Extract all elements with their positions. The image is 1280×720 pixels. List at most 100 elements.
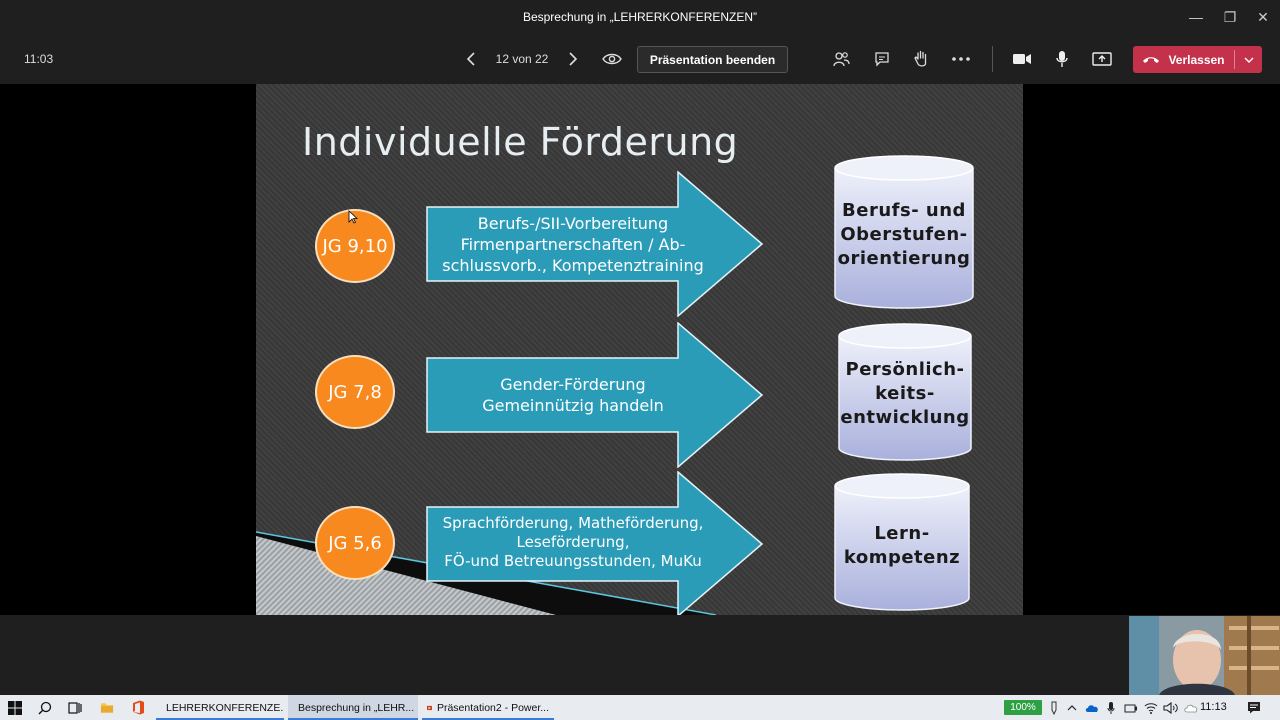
taskbar-item-label: Besprechung in „LEHR... [298,701,415,714]
office-button[interactable] [126,695,150,720]
folder-icon [100,703,114,713]
cylinder-line: orientierung [837,248,971,269]
eye-icon [602,53,622,65]
participants-button[interactable] [826,44,856,74]
chat-button[interactable] [867,44,897,74]
chevron-right-icon [569,52,578,66]
leave-options-dropdown[interactable] [1235,46,1262,73]
arrow-shape-row-3 [426,471,764,615]
cylinder-line: Berufs- und [842,200,966,221]
cylinder-row-2 [838,323,972,461]
arrow-text-row-3: Sprachförderung, Matheförderung, Leseför… [428,514,718,571]
presenter-view-button[interactable] [597,44,627,74]
show-hidden-icons-button[interactable] [1062,698,1081,717]
previous-slide-button[interactable] [456,44,486,74]
usb-drive-icon[interactable] [1121,698,1140,717]
self-video-thumbnail[interactable] [1129,616,1280,695]
arrow-text-row-2: Gender-Förderung Gemeinnützig handeln [428,374,718,416]
microphone-icon [1056,51,1068,67]
chat-icon [875,52,889,67]
raise-hand-button[interactable] [906,44,936,74]
arrow-line: Sprachförderung, Matheförderung, [442,514,704,532]
more-actions-button[interactable] [946,44,976,74]
cylinder-line: Oberstufen- [840,224,968,245]
people-icon [833,52,850,67]
meeting-stage-footer [0,615,1280,695]
wifi-icon[interactable] [1141,698,1160,717]
task-view-button[interactable] [63,695,87,720]
camera-icon [1013,54,1031,64]
toolbar-divider [992,46,993,72]
cylinder-label-row-2: Persönlich- keits- entwicklung [837,358,973,430]
leave-button-main[interactable]: Verlassen [1133,46,1234,73]
share-screen-icon [1092,52,1112,66]
volume-icon[interactable] [1161,698,1180,717]
mouse-cursor-icon [348,210,358,224]
taskbar-item-label: LEHRERKONFERENZE... [166,701,284,714]
window-title: Besprechung in „LEHRERKONFERENZEN” [522,10,758,24]
more-icon [952,57,970,61]
taskbar-item-lehrerkonferenzen[interactable]: T LEHRERKONFERENZE... [156,695,284,720]
microphone-tray-icon[interactable] [1101,698,1120,717]
cylinder-line: Lern- [874,523,930,544]
windows-logo-icon [8,700,22,715]
cylinder-line: keits- [875,383,935,404]
running-indicator [422,718,554,720]
taskbar-item-praesentation[interactable]: P Präsentation2 - Power... [422,695,554,720]
powerpoint-icon: P [427,705,432,710]
pen-icon[interactable] [1044,698,1063,717]
arrow-line: Gender-Förderung [500,375,646,394]
slide-title: Individuelle Förderung [302,120,739,164]
cylinder-row-1 [834,155,974,309]
title-bar: Besprechung in „LEHRERKONFERENZEN” — ❐ ✕ [0,0,1280,34]
minimize-button[interactable]: — [1179,0,1213,34]
task-view-icon [68,701,82,714]
arrow-shape-row-1 [426,171,764,317]
chevron-down-icon [1244,57,1253,63]
arrow-line: schlussvorb., Kompetenztraining [442,256,704,275]
cloud-sync-icon[interactable] [1181,698,1200,717]
arrow-line: FÖ-und Betreuungsstunden, MuKu [444,552,702,570]
taskbar-clock[interactable]: 11:13 [1200,701,1227,713]
file-explorer-button[interactable] [95,695,119,720]
hand-icon [914,50,927,67]
taskbar-item-besprechung[interactable]: T Besprechung in „LEHR... [288,695,418,720]
stop-presentation-button[interactable]: Präsentation beenden [637,46,788,73]
video-feed-image [1129,616,1280,695]
running-indicator [288,718,418,720]
meeting-toolbar: 11:03 12 von 22 Präsentation beenden [0,34,1280,84]
microphone-button[interactable] [1047,44,1077,74]
start-button[interactable] [3,695,27,720]
notifications-icon[interactable] [1244,698,1263,717]
arrow-line: Gemeinnützig handeln [482,396,664,415]
onedrive-icon[interactable] [1082,698,1101,717]
chevron-up-icon [1067,704,1076,710]
cylinder-line: Persönlich- [845,359,965,380]
meeting-timer: 11:03 [24,52,54,66]
maximize-button[interactable]: ❐ [1213,0,1247,34]
next-slide-button[interactable] [558,44,588,74]
camera-button[interactable] [1007,44,1037,74]
slide-counter: 12 von 22 [495,52,549,66]
leave-divider [1234,50,1235,69]
share-content-button[interactable] [1087,44,1117,74]
arrow-line: Leseförderung, [516,533,630,551]
hang-up-icon [1143,56,1160,63]
taskbar-item-label: Präsentation2 - Power... [436,701,549,714]
svg-text:P: P [428,706,431,710]
maximize-icon: ❐ [1223,8,1237,25]
close-window-button[interactable]: ✕ [1246,0,1280,34]
shared-slide: Individuelle Förderung JG 9,10 Berufs-/S… [256,84,1023,615]
search-button[interactable] [33,695,57,720]
cylinder-label-row-1: Berufs- und Oberstufen- orientierung [833,199,975,271]
arrow-shape-row-2 [426,322,764,468]
arrow-line: Firmenpartnerschaften / Ab- [460,235,686,254]
windows-taskbar: T LEHRERKONFERENZE... T Besprechung in „… [0,695,1280,720]
grade-badge-7-8: JG 7,8 [315,355,395,429]
battery-indicator[interactable]: 100% [1004,700,1042,715]
cylinder-line: kompetenz [843,547,961,568]
leave-meeting-button[interactable]: Verlassen [1133,46,1262,73]
arrow-line: Berufs-/SII-Vorbereitung [477,214,669,233]
close-icon: ✕ [1257,8,1269,25]
